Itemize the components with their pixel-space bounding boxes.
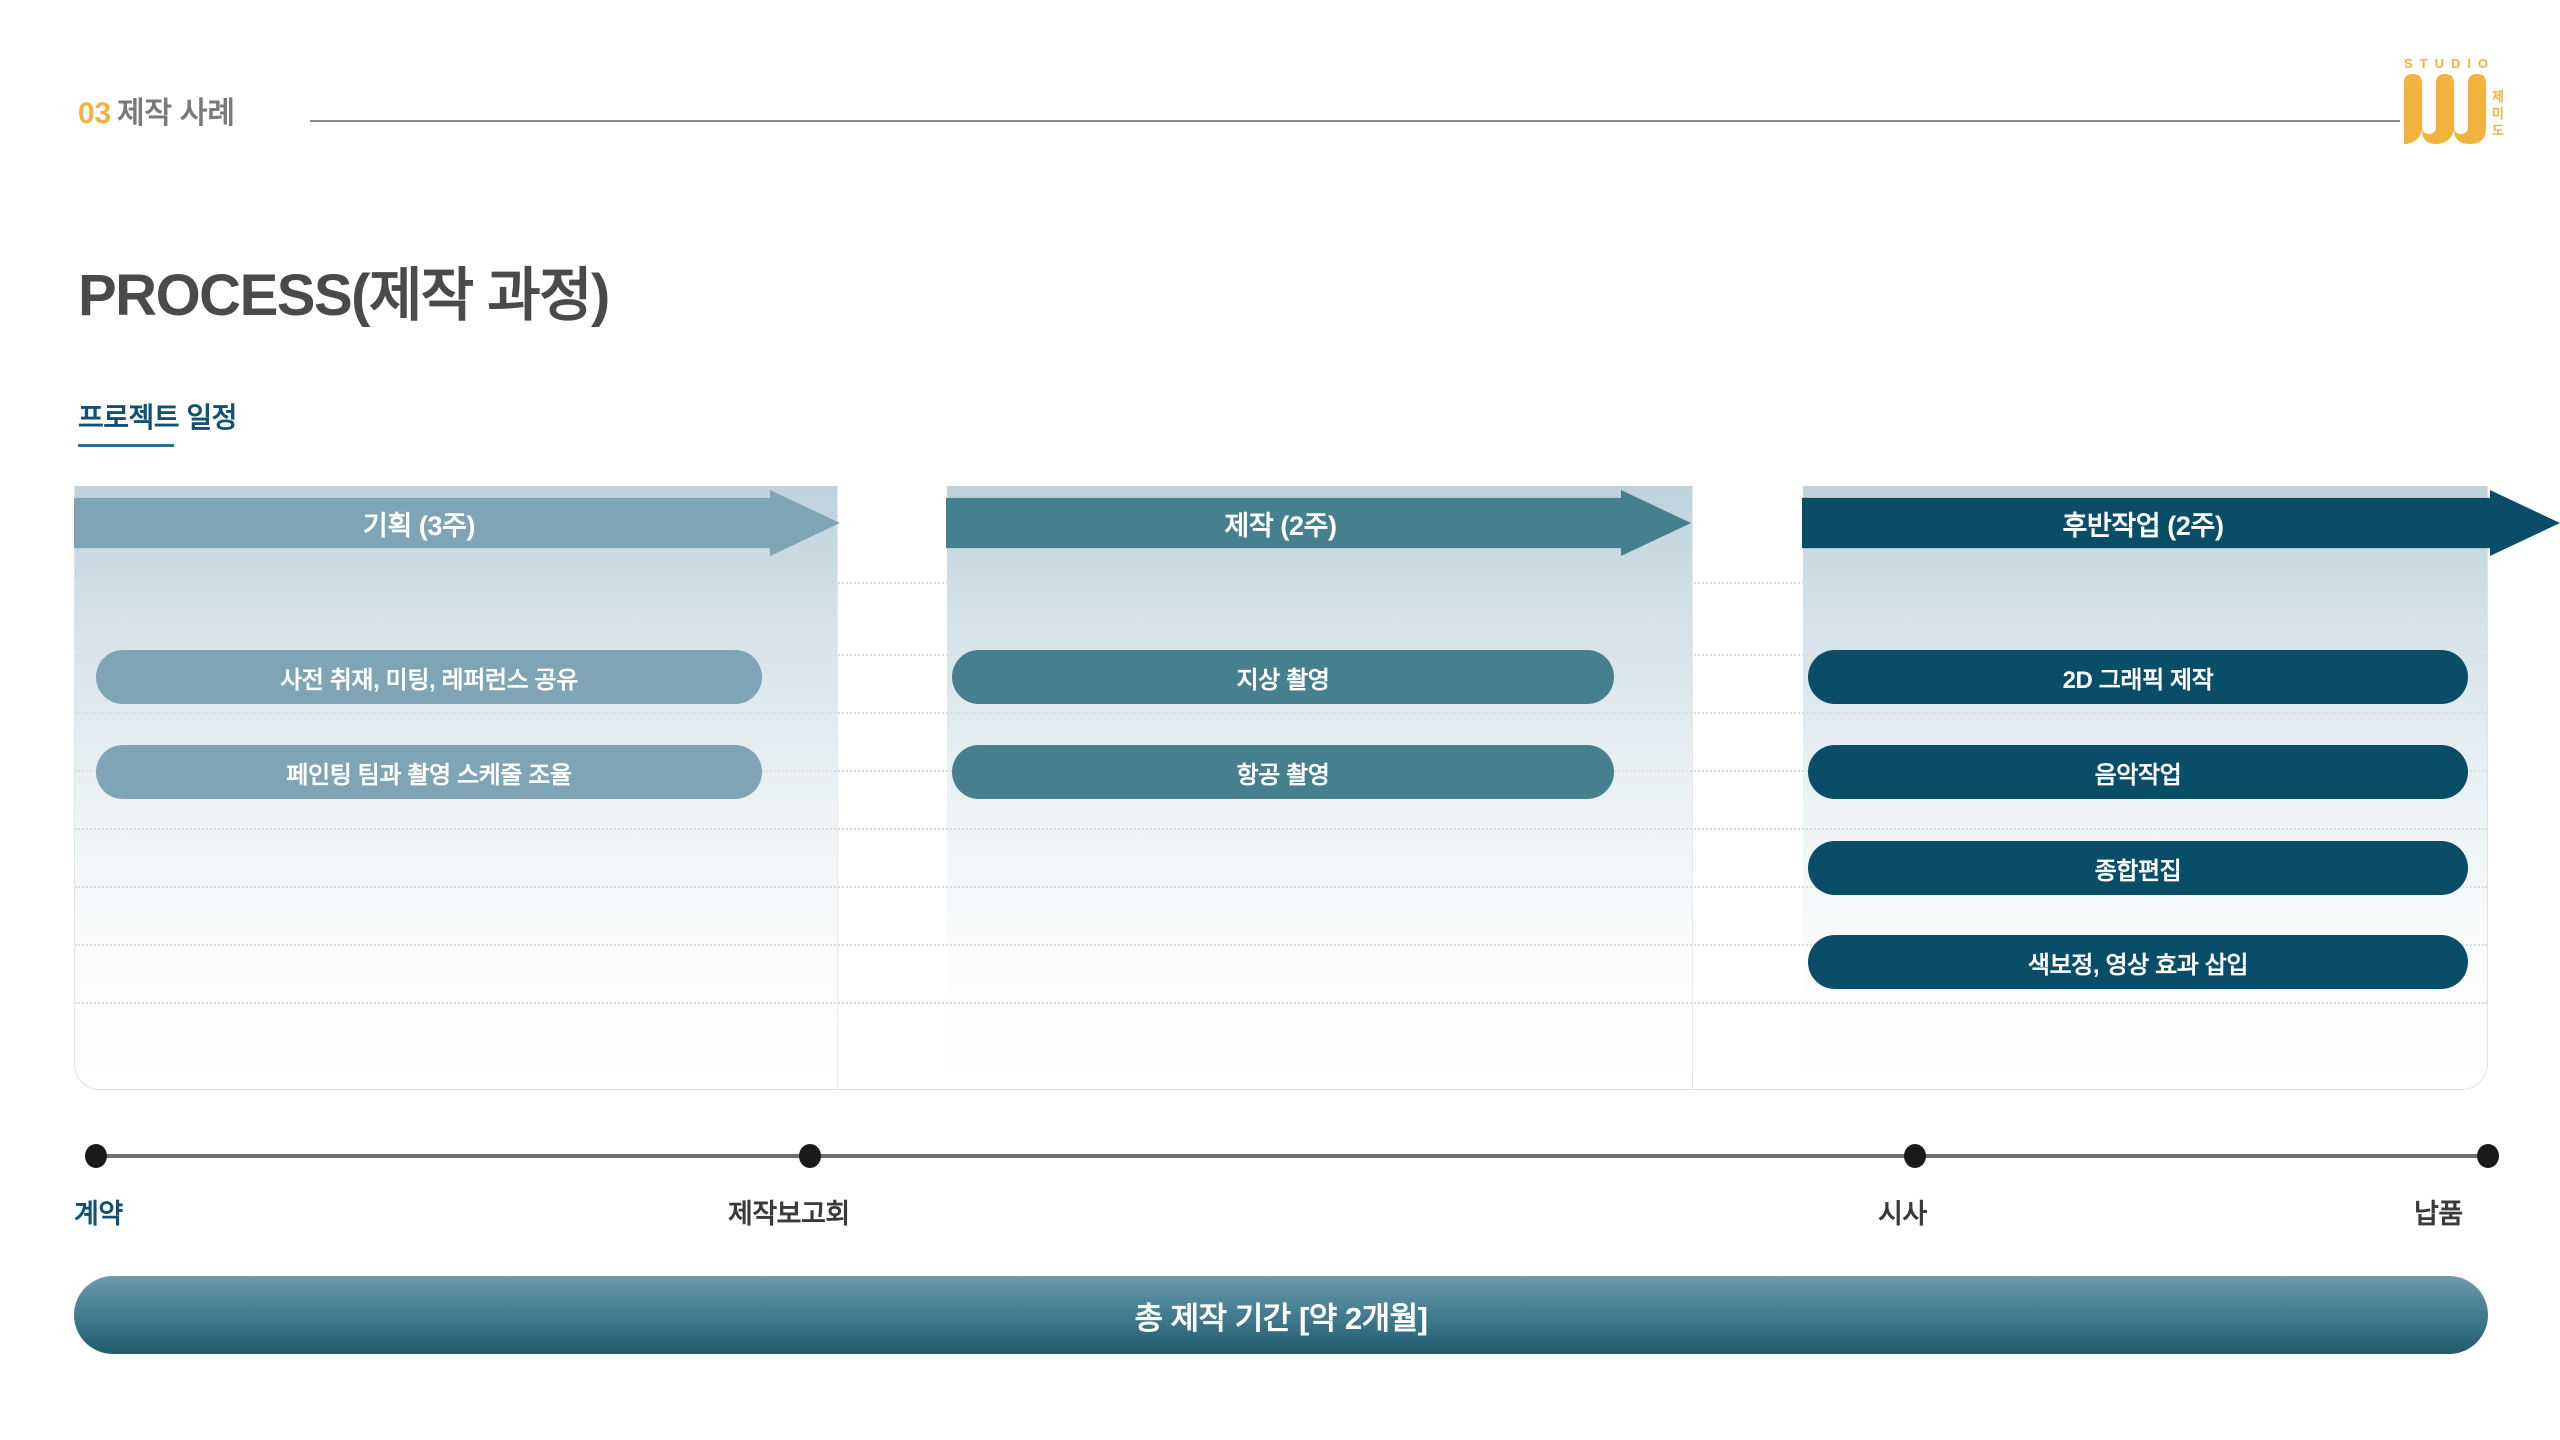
milestone-timeline-axis — [96, 1154, 2490, 1158]
arrow-shape-icon — [74, 490, 840, 556]
task-pill[interactable]: 종합편집 — [1808, 841, 2468, 895]
breadcrumb-number: 03 — [78, 97, 111, 130]
task-pill[interactable]: 지상 촬영 — [952, 650, 1614, 704]
logo-korean-text: 제미도 — [2492, 89, 2504, 138]
task-pill[interactable]: 항공 촬영 — [952, 745, 1614, 799]
phase-arrow-1[interactable]: 기획 (3주) — [74, 490, 840, 556]
breadcrumb-label: 제작 사례 — [116, 97, 235, 130]
arrow-shape-icon — [946, 490, 1691, 556]
phase-arrow-3[interactable]: 후반작업 (2주) — [1802, 490, 2560, 556]
milestone-label: 납품 — [2414, 1199, 2463, 1229]
task-pill[interactable]: 음악작업 — [1808, 745, 2468, 799]
milestone-dot[interactable] — [1904, 1144, 1926, 1168]
task-pill[interactable]: 페인팅 팀과 촬영 스케줄 조율 — [96, 745, 762, 799]
task-pill[interactable]: 색보정, 영상 효과 삽입 — [1808, 935, 2468, 989]
panel-edge-1 — [837, 486, 838, 1089]
milestone-label: 제작보고회 — [728, 1199, 850, 1229]
milestone-label: 시사 — [1878, 1199, 1927, 1229]
gridline — [75, 886, 2487, 888]
studio-logo: STUDIO 제미도 — [2398, 54, 2526, 146]
phase-arrow-label-1: 기획 (3주) — [362, 510, 476, 541]
panel-edge-2 — [1692, 486, 1693, 1089]
gridline — [75, 1002, 2487, 1004]
milestone-label: 계약 — [74, 1199, 123, 1229]
gridline — [75, 712, 2487, 714]
gridline — [75, 828, 2487, 830]
phase-arrow-2[interactable]: 제작 (2주) — [946, 490, 1691, 556]
task-pill[interactable]: 사전 취재, 미팅, 레퍼런스 공유 — [96, 650, 762, 704]
gridline — [75, 582, 2487, 584]
milestone-dot[interactable] — [2477, 1144, 2499, 1168]
logo-m-icon — [2404, 74, 2486, 144]
page-title: PROCESS(제작 과정) — [78, 263, 610, 328]
milestone-dot[interactable] — [799, 1144, 821, 1168]
phase-arrow-label-3: 후반작업 (2주) — [2062, 510, 2224, 541]
total-duration-bar[interactable]: 총 제작 기간 [약 2개월] — [74, 1276, 2488, 1354]
section-underline — [78, 444, 174, 447]
milestone-dot[interactable] — [85, 1144, 107, 1168]
task-pill[interactable]: 2D 그래픽 제작 — [1808, 650, 2468, 704]
arrow-shape-icon — [1802, 490, 2560, 556]
phase-arrow-label-2: 제작 (2주) — [1224, 510, 1337, 541]
section-label: 프로젝트 일정 — [78, 402, 237, 433]
gridline — [75, 944, 2487, 946]
header-divider — [310, 120, 2400, 122]
logo-wordmark: STUDIO — [2404, 56, 2496, 71]
total-duration-label: 총 제작 기간 [약 2개월] — [1134, 1300, 1429, 1336]
